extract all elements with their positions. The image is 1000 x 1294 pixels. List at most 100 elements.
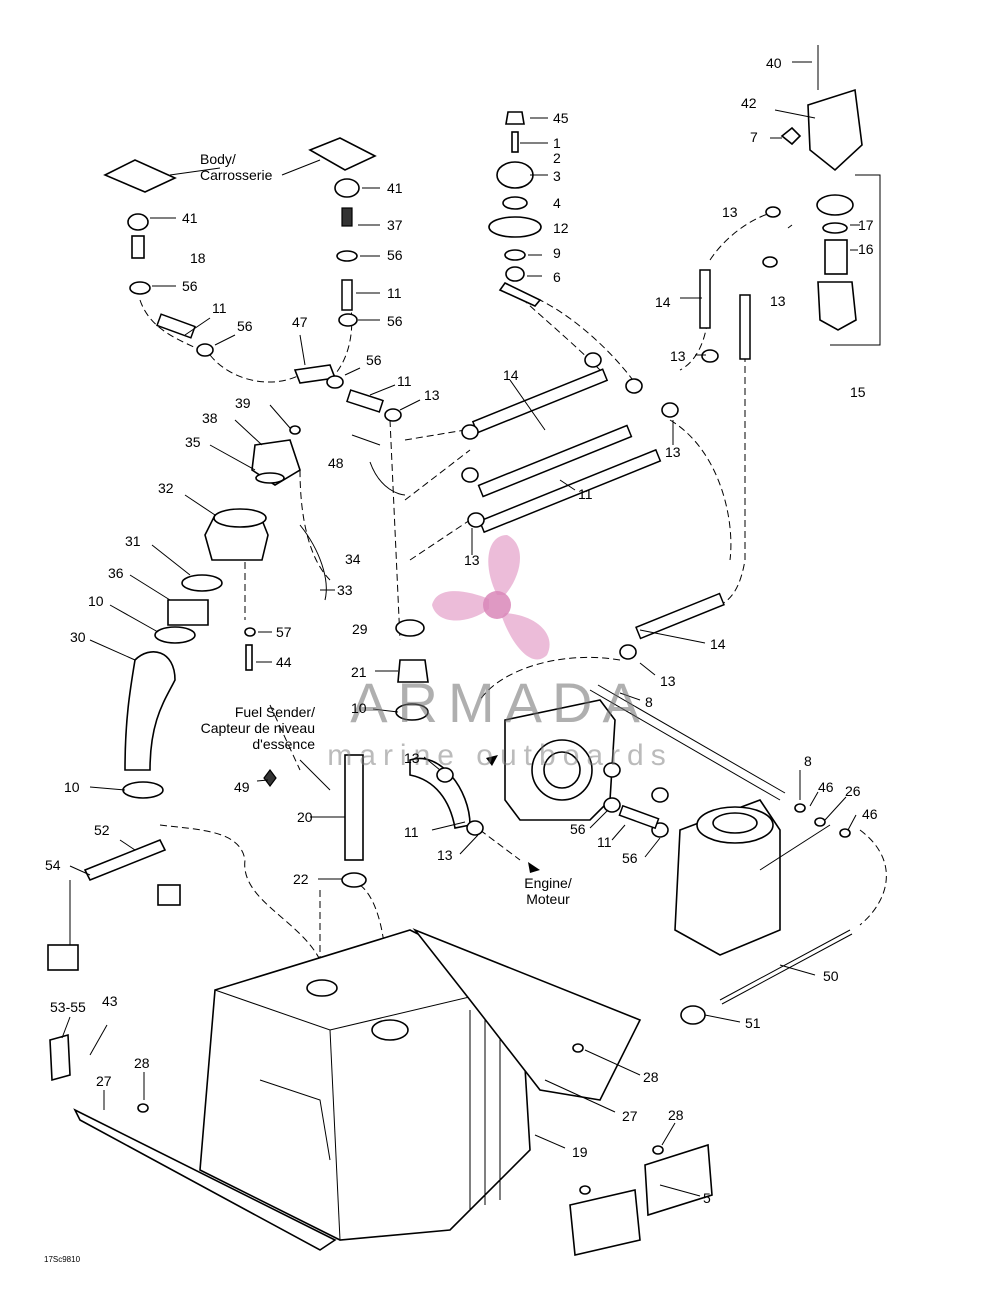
callout-56-c: 56 — [182, 278, 198, 294]
callout-46-a: 46 — [818, 779, 834, 795]
callout-39: 39 — [235, 395, 251, 411]
callout-31: 31 — [125, 533, 141, 549]
callout-48: 48 — [328, 455, 344, 471]
callout-28-c: 28 — [668, 1107, 684, 1123]
callout-49: 49 — [234, 779, 250, 795]
callout-13-f: 13 — [770, 293, 786, 309]
callout-56-g: 56 — [622, 850, 638, 866]
throttle-body — [409, 699, 669, 838]
arrow-to-throttle — [486, 755, 498, 766]
callout-54: 54 — [45, 857, 61, 873]
engine-label-line2: Moteur — [526, 891, 570, 907]
fuel-sender — [263, 619, 429, 888]
callout-14-c: 14 — [710, 636, 726, 652]
callout-56-b: 56 — [387, 313, 403, 329]
callout-13-d: 13 — [670, 348, 686, 364]
callout-52: 52 — [94, 822, 110, 838]
propeller-icon — [432, 535, 550, 660]
callout-47: 47 — [292, 314, 308, 330]
callout-30: 30 — [70, 629, 86, 645]
callout-21: 21 — [351, 664, 367, 680]
callout-14-b: 14 — [655, 294, 671, 310]
callout-7: 7 — [750, 129, 758, 145]
callouts: 40 42 7 45 1 2 3 4 12 9 6 41 37 56 11 56… — [45, 55, 878, 1206]
callout-11-e: 11 — [404, 824, 419, 840]
callout-41-left: 41 — [182, 210, 198, 226]
callout-11-f: 11 — [597, 834, 612, 850]
callout-26: 26 — [845, 783, 861, 799]
callout-13-h: 13 — [660, 673, 676, 689]
flow-arrows — [486, 755, 540, 873]
callout-8-b: 8 — [804, 753, 812, 769]
callout-10-b: 10 — [351, 700, 367, 716]
engine-label-line1: Engine/ — [524, 875, 572, 891]
callout-3: 3 — [553, 168, 561, 184]
callout-11-c: 11 — [397, 373, 412, 389]
callout-13-g: 13 — [404, 750, 420, 766]
callout-6: 6 — [553, 269, 561, 285]
captions: Body/ Carrosserie Fuel Sender/ Capteur d… — [44, 151, 572, 1264]
drawing-code: 17Sc9810 — [44, 1255, 81, 1264]
center-hoses — [461, 352, 725, 660]
filter-bracket — [699, 45, 881, 363]
callout-56-f: 56 — [570, 821, 586, 837]
callout-37: 37 — [387, 217, 403, 233]
callout-20: 20 — [297, 809, 313, 825]
callout-27-b: 27 — [622, 1108, 638, 1124]
callout-13-b: 13 — [464, 552, 480, 568]
carburetor — [589, 684, 851, 956]
callout-27-a: 27 — [96, 1073, 112, 1089]
callout-57: 57 — [276, 624, 292, 640]
callout-13-i: 13 — [437, 847, 453, 863]
callout-56-d: 56 — [237, 318, 253, 334]
callout-28-b: 28 — [643, 1069, 659, 1085]
leader-lines — [61, 61, 860, 1197]
callout-42: 42 — [741, 95, 757, 111]
callout-41-center: 41 — [387, 180, 403, 196]
watermark-logo: ARMADA marine outboards — [327, 535, 672, 772]
callout-16: 16 — [858, 241, 874, 257]
fuel-cap-stack — [488, 111, 542, 307]
callout-45: 45 — [553, 110, 569, 126]
callout-14-a: 14 — [503, 367, 519, 383]
callout-51: 51 — [745, 1015, 761, 1031]
callout-10-a: 10 — [88, 593, 104, 609]
callout-43: 43 — [102, 993, 118, 1009]
callout-44: 44 — [276, 654, 292, 670]
callout-10-c: 10 — [64, 779, 80, 795]
fuel-sender-label-line3: d'essence — [252, 736, 315, 752]
callout-56-e: 56 — [366, 352, 382, 368]
tank-straps — [47, 838, 713, 1256]
fuel-tank — [73, 928, 642, 1251]
callout-12: 12 — [553, 220, 569, 236]
body-panel-left — [103, 137, 377, 193]
watermark-title: ARMADA — [350, 671, 650, 734]
body-label-line2: Carrosserie — [200, 167, 273, 183]
callout-56-a: 56 — [387, 247, 403, 263]
callout-2: 2 — [553, 150, 561, 166]
callout-33: 33 — [337, 582, 353, 598]
callout-19: 19 — [572, 1144, 588, 1160]
callout-28-a: 28 — [134, 1055, 150, 1071]
callout-34: 34 — [345, 551, 361, 567]
vent-valve-left — [127, 178, 402, 422]
callout-8-a: 8 — [645, 694, 653, 710]
callout-9: 9 — [553, 245, 561, 261]
callout-32: 32 — [158, 480, 174, 496]
fuel-sender-label-line2: Capteur de niveau — [201, 720, 315, 736]
fuel-sender-label-line1: Fuel Sender/ — [235, 704, 315, 720]
callout-46-b: 46 — [862, 806, 878, 822]
callout-36: 36 — [108, 565, 124, 581]
callout-5: 5 — [703, 1190, 711, 1206]
callout-18: 18 — [190, 250, 206, 266]
callout-40: 40 — [766, 55, 782, 71]
callout-4: 4 — [553, 195, 561, 211]
watermark-subtitle: marine outboards — [327, 739, 672, 772]
callout-22: 22 — [293, 871, 309, 887]
callout-11-b: 11 — [212, 300, 227, 316]
callout-13-c: 13 — [665, 444, 681, 460]
callout-53-55: 53-55 — [50, 999, 86, 1015]
callout-11-d: 11 — [578, 486, 593, 502]
callout-13-a: 13 — [424, 387, 440, 403]
